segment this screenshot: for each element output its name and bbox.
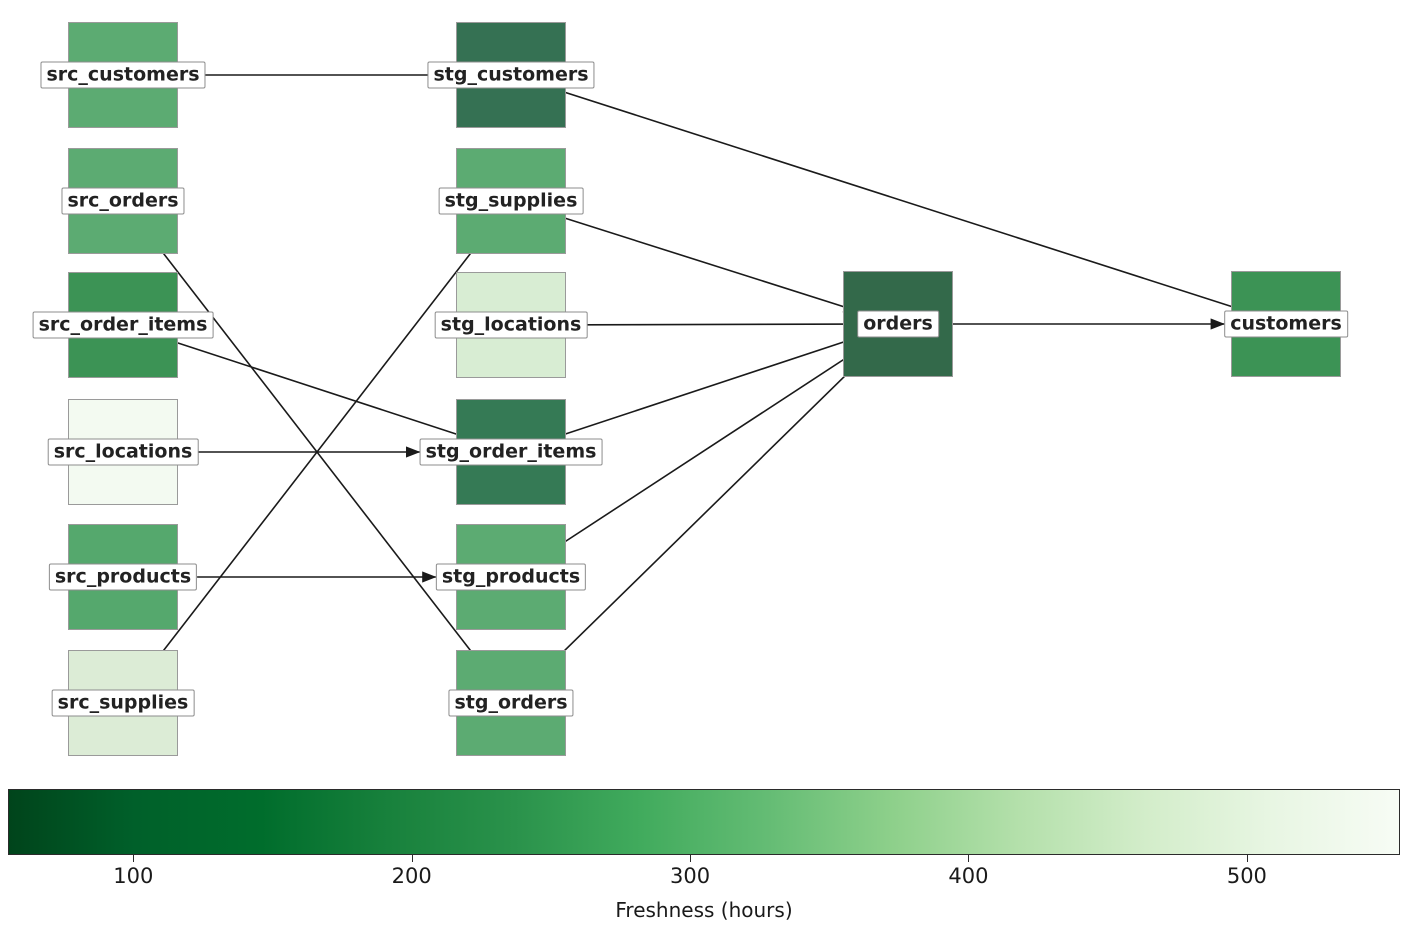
edge-stg_supplies-to-orders bbox=[551, 213, 858, 313]
colorbar: 100 200 300 400 500 Freshness (hours) bbox=[8, 789, 1400, 922]
colorbar-axis-label: Freshness (hours) bbox=[615, 898, 793, 922]
node-label-stg_supplies[interactable]: stg_supplies bbox=[438, 187, 584, 215]
node-label-stg_order_items[interactable]: stg_order_items bbox=[419, 438, 603, 466]
colorbar-tick-mark bbox=[968, 855, 970, 862]
node-label-stg_customers[interactable]: stg_customers bbox=[427, 61, 595, 89]
colorbar-tick-label: 100 bbox=[113, 864, 154, 888]
colorbar-tick-label: 400 bbox=[948, 864, 989, 888]
node-label-stg_locations[interactable]: stg_locations bbox=[434, 311, 588, 339]
colorbar-ticks: 100 200 300 400 500 bbox=[8, 855, 1400, 915]
edge-src_order_items-to-stg_order_items bbox=[162, 337, 473, 441]
edge-stg_order_items-to-orders bbox=[550, 335, 860, 440]
node-label-stg_orders[interactable]: stg_orders bbox=[448, 689, 574, 717]
node-label-customers[interactable]: customers bbox=[1224, 310, 1348, 338]
node-label-src_products[interactable]: src_products bbox=[48, 563, 198, 591]
colorbar-tick-label: 500 bbox=[1226, 864, 1267, 888]
node-label-src_supplies[interactable]: src_supplies bbox=[51, 689, 195, 717]
edge-stg_locations-to-orders bbox=[587, 318, 858, 330]
node-label-src_locations[interactable]: src_locations bbox=[47, 438, 199, 466]
colorbar-tick-mark bbox=[411, 855, 413, 862]
edge-stg_orders-to-orders bbox=[523, 336, 886, 691]
colorbar-tick-mark bbox=[133, 855, 135, 862]
node-label-src_orders[interactable]: src_orders bbox=[61, 187, 185, 215]
colorbar-tick-mark bbox=[1246, 855, 1248, 862]
node-label-orders[interactable]: orders bbox=[857, 310, 939, 338]
colorbar-tick-mark bbox=[690, 855, 692, 862]
colorbar-tick-label: 200 bbox=[391, 864, 432, 888]
colorbar-gradient bbox=[8, 789, 1400, 855]
node-label-src_order_items[interactable]: src_order_items bbox=[32, 311, 214, 339]
node-label-stg_products[interactable]: stg_products bbox=[435, 563, 587, 591]
colorbar-tick-label: 300 bbox=[670, 864, 711, 888]
node-label-src_customers[interactable]: src_customers bbox=[40, 61, 206, 89]
